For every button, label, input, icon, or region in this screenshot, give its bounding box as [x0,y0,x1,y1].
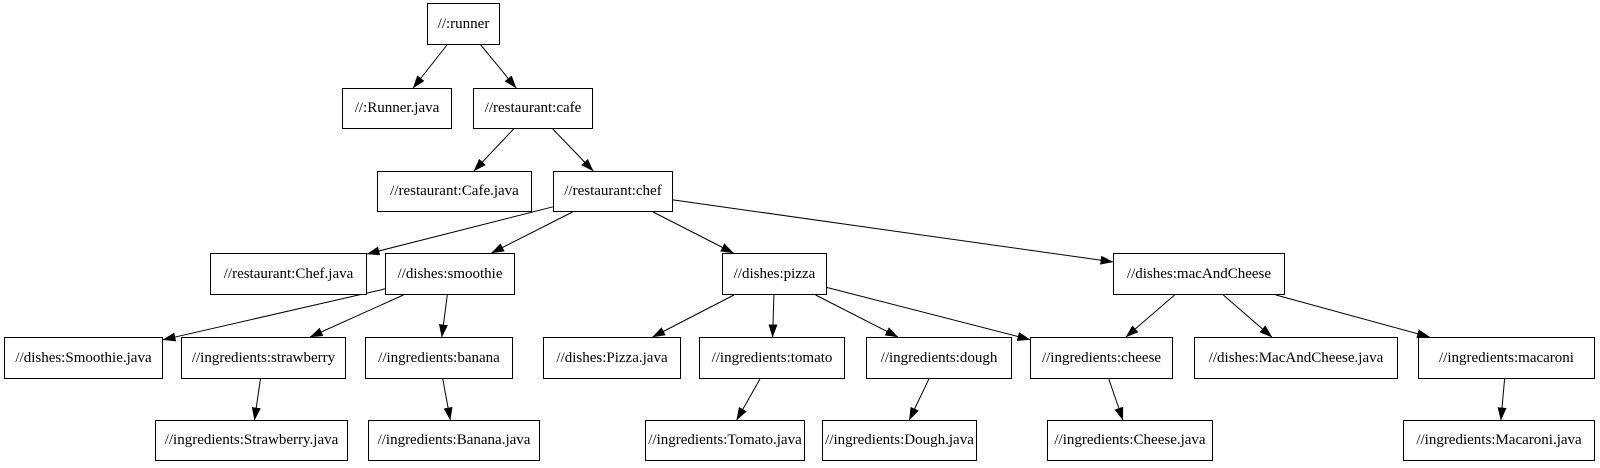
graph-node-mac_and_cheese: //dishes:macAndCheese [1113,253,1285,295]
graph-node-pizza: //dishes:pizza [722,253,827,295]
edge-runner-to-runner_java [412,44,448,89]
graph-node-pizza_java: //dishes:Pizza.java [543,337,681,379]
graph-node-cafe_java: //restaurant:Cafe.java [377,171,532,212]
edge-chef-to-mac_and_cheese [672,199,1114,265]
edge-cheese-to-cheese_java [1108,378,1124,421]
graph-node-banana_java: //ingredients:Banana.java [368,420,540,461]
edge-pizza-to-tomato [768,294,778,338]
edge-smoothie-to-smoothie_java [162,288,386,342]
edge-pizza-to-pizza_java [652,294,735,338]
edge-pizza-to-dough [815,294,899,338]
graph-node-cheese: //ingredients:cheese [1030,337,1173,379]
edge-chef-to-smoothie [491,211,573,254]
edge-dough-to-dough_java [908,378,930,421]
edge-mac_and_cheese-to-macaroni [1275,294,1431,339]
edge-smoothie-to-banana [438,294,448,338]
graph-node-macaroni: //ingredients:macaroni [1418,337,1595,379]
edge-cafe-to-chef [552,128,594,172]
graph-node-banana: //ingredients:banana [365,337,513,379]
graph-node-cafe: //restaurant:cafe [473,88,593,129]
graph-node-cheese_java: //ingredients:Cheese.java [1047,420,1213,461]
graph-node-mac_and_cheese_java: //dishes:MacAndCheese.java [1194,337,1398,379]
edge-macaroni-to-macaroni_java [1497,378,1507,421]
edge-mac_and_cheese-to-cheese [1125,294,1175,338]
edge-banana-to-banana_java [442,378,453,421]
graph-node-runner: //:runner [427,3,500,45]
graph-node-macaroni_java: //ingredients:Macaroni.java [1403,420,1595,461]
edge-runner-to-cafe [480,44,517,89]
edge-chef-to-chef_java [366,206,554,256]
graph-node-tomato_java: //ingredients:Tomato.java [645,420,805,461]
edge-tomato-to-tomato_java [736,378,761,421]
graph-node-smoothie: //dishes:smoothie [385,253,515,295]
graph-node-chef_java: //restaurant:Chef.java [210,253,367,295]
edge-group [162,44,1507,421]
edge-mac_and_cheese-to-mac_and_cheese_java [1222,294,1273,338]
graph-node-strawberry: //ingredients:strawberry [181,337,346,379]
graph-node-chef: //restaurant:chef [553,171,673,212]
graph-node-runner_java: //:Runner.java [342,88,452,129]
edge-smoothie-to-strawberry [309,294,404,338]
graph-node-smoothie_java: //dishes:Smoothie.java [4,337,163,379]
edge-cafe-to-cafe_java [473,128,514,172]
graph-node-dough_java: //ingredients:Dough.java [822,420,977,461]
graph-node-dough: //ingredients:dough [866,337,1012,379]
graph-node-strawberry_java: //ingredients:Strawberry.java [155,420,348,461]
edge-chef-to-pizza [652,211,734,254]
edge-strawberry-to-strawberry_java [251,378,261,421]
graph-node-tomato: //ingredients:tomato [699,337,845,379]
edge-pizza-to-cheese [826,287,1031,341]
